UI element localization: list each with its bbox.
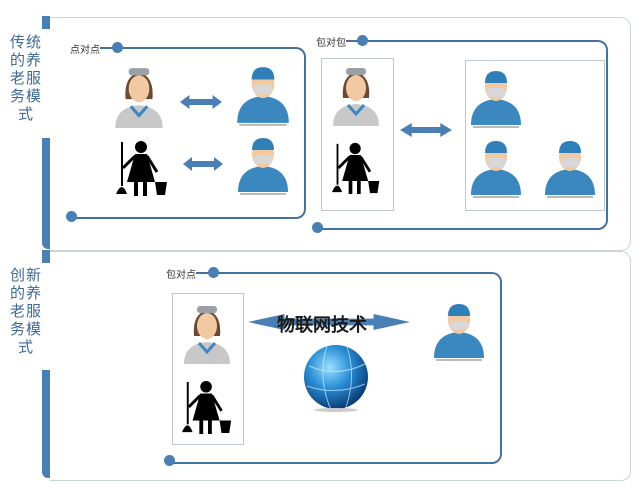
iot-technology-label: 物联网技术 [277,315,367,336]
point-to-point-group [72,47,306,219]
package-to-package-dot-top [357,35,368,46]
double-arrow-icon [183,157,223,171]
doctor-icon [234,134,292,196]
point-to-point-dot-top [112,42,123,53]
cleaner-icon [181,378,235,436]
package-to-point-dot-bottom [164,455,175,466]
point-to-point-label: 点对点 [70,41,100,56]
package-to-package-dot-bottom [312,222,323,233]
nurse-icon [113,64,165,130]
package-to-point-group [170,272,502,464]
package-to-package-group [318,40,608,230]
globe-icon [304,345,368,412]
innovative-mode-label: 创新的养老服务模式 [9,266,42,356]
traditional-mode-label: 传统的养老服务模式 [9,33,42,123]
traditional-bar-top [42,16,50,29]
cleaner-icon [115,138,171,198]
cleaner-icon [331,140,383,196]
doctor-icon [542,137,598,199]
doctor-icon [468,137,524,199]
innovative-bar-bottom [42,370,50,478]
nurse-icon [331,64,381,128]
doctor-icon [234,63,292,127]
doctor-icon [468,67,524,129]
package-to-point-label: 包对点 [166,266,196,281]
double-arrow-icon [400,123,452,137]
package-to-point-dot-top [208,267,219,278]
point-to-point-dot-bottom [66,211,77,222]
nurse-icon [181,302,233,366]
innovative-bar-top [42,250,50,263]
double-arrow-icon [180,95,222,109]
package-to-package-label: 包对包 [316,34,346,49]
doctor-icon [430,300,488,362]
traditional-bar-bottom [42,138,50,249]
